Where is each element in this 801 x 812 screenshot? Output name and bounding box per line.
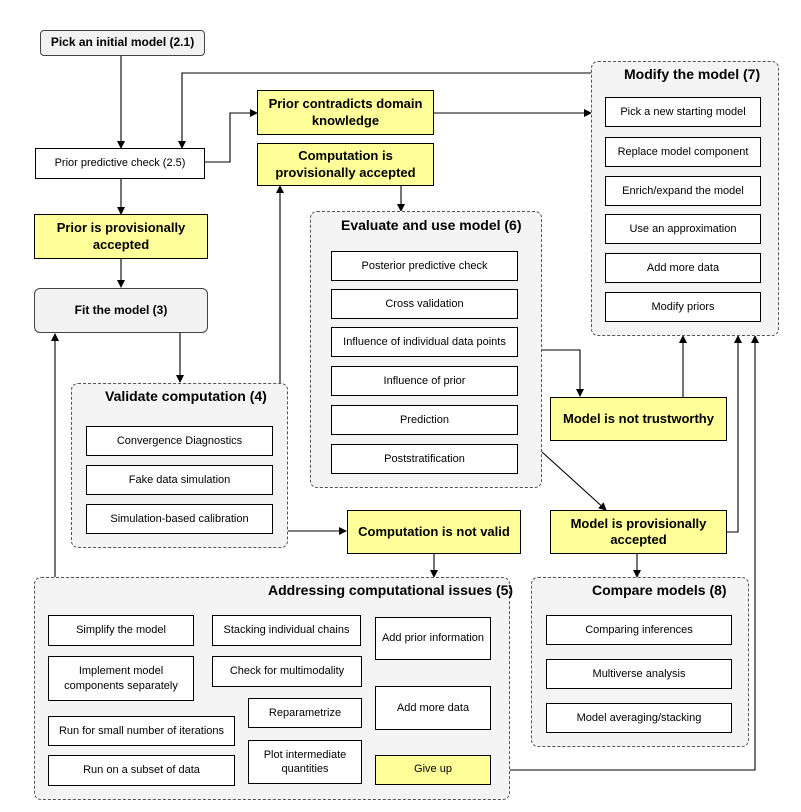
validate-item: Convergence Diagnostics bbox=[86, 426, 273, 456]
compare-item: Multiverse analysis bbox=[546, 659, 732, 689]
modify-item: Enrich/expand the model bbox=[605, 176, 761, 206]
addressing-item: Run on a subset of data bbox=[48, 755, 235, 786]
model-not-trustworthy-node: Model is not trustworthy bbox=[550, 397, 727, 441]
compare-models-title: Compare models (8) bbox=[592, 582, 727, 598]
arrow-evaluate-to-not-trustworthy bbox=[542, 349, 584, 397]
pick-initial-model-node: Pick an initial model (2.1) bbox=[40, 30, 205, 56]
evaluate-item: Poststratification bbox=[331, 444, 518, 474]
addressing-item: Simplify the model bbox=[48, 615, 194, 646]
validate-computation-title: Validate computation (4) bbox=[105, 388, 267, 404]
evaluate-item: Cross validation bbox=[331, 289, 518, 319]
addressing-item: Plot intermediate quantities bbox=[248, 740, 362, 784]
prior-contradicts-node: Prior contradicts domain knowledge bbox=[257, 90, 434, 135]
modify-item: Modify priors bbox=[605, 292, 761, 322]
arrow-model-accepted-to-modify bbox=[727, 335, 742, 533]
modify-item: Pick a new starting model bbox=[605, 97, 761, 127]
arrow-prior-check-to-contradicts bbox=[205, 109, 258, 163]
addressing-item: Run for small number of iterations bbox=[48, 716, 235, 746]
give-up-item: Give up bbox=[375, 755, 491, 785]
addressing-item: Add more data bbox=[375, 686, 491, 730]
arrow-modify-to-prior-check bbox=[178, 72, 591, 149]
validate-item: Simulation-based calibration bbox=[86, 504, 273, 534]
evaluate-item: Prediction bbox=[331, 405, 518, 435]
model-provisionally-accepted-node: Model is provisionally accepted bbox=[550, 510, 727, 554]
evaluate-item: Influence of individual data points bbox=[331, 327, 518, 357]
computation-accepted-node: Computation is provisionally accepted bbox=[257, 143, 434, 186]
modify-item: Add more data bbox=[605, 253, 761, 283]
addressing-item: Stacking individual chains bbox=[212, 615, 361, 646]
addressing-item: Reparametrize bbox=[248, 698, 362, 728]
fit-model-node: Fit the model (3) bbox=[34, 288, 208, 333]
validate-item: Fake data simulation bbox=[86, 465, 273, 495]
prior-accepted-node: Prior is provisionally accepted bbox=[34, 214, 208, 259]
compare-item: Model averaging/stacking bbox=[546, 703, 732, 733]
evaluate-model-title: Evaluate and use model (6) bbox=[341, 217, 522, 233]
addressing-item: Add prior information bbox=[375, 617, 491, 660]
evaluate-item: Posterior predictive check bbox=[331, 251, 518, 281]
prior-predictive-check-node: Prior predictive check (2.5) bbox=[35, 148, 205, 179]
computation-not-valid-node: Computation is not valid bbox=[347, 510, 521, 554]
addressing-issues-title: Addressing computational issues (5) bbox=[268, 582, 514, 598]
addressing-item: Check for multimodality bbox=[212, 656, 362, 687]
arrow-evaluate-to-model-accepted bbox=[541, 451, 607, 511]
modify-item: Replace model component bbox=[605, 137, 761, 167]
arrow-give-up-to-modify bbox=[490, 335, 759, 771]
compare-item: Comparing inferences bbox=[546, 615, 732, 645]
modify-item: Use an approximation bbox=[605, 214, 761, 244]
evaluate-item: Influence of prior bbox=[331, 366, 518, 396]
addressing-item: Implement model components separately bbox=[48, 656, 194, 701]
modify-model-title: Modify the model (7) bbox=[624, 66, 761, 82]
